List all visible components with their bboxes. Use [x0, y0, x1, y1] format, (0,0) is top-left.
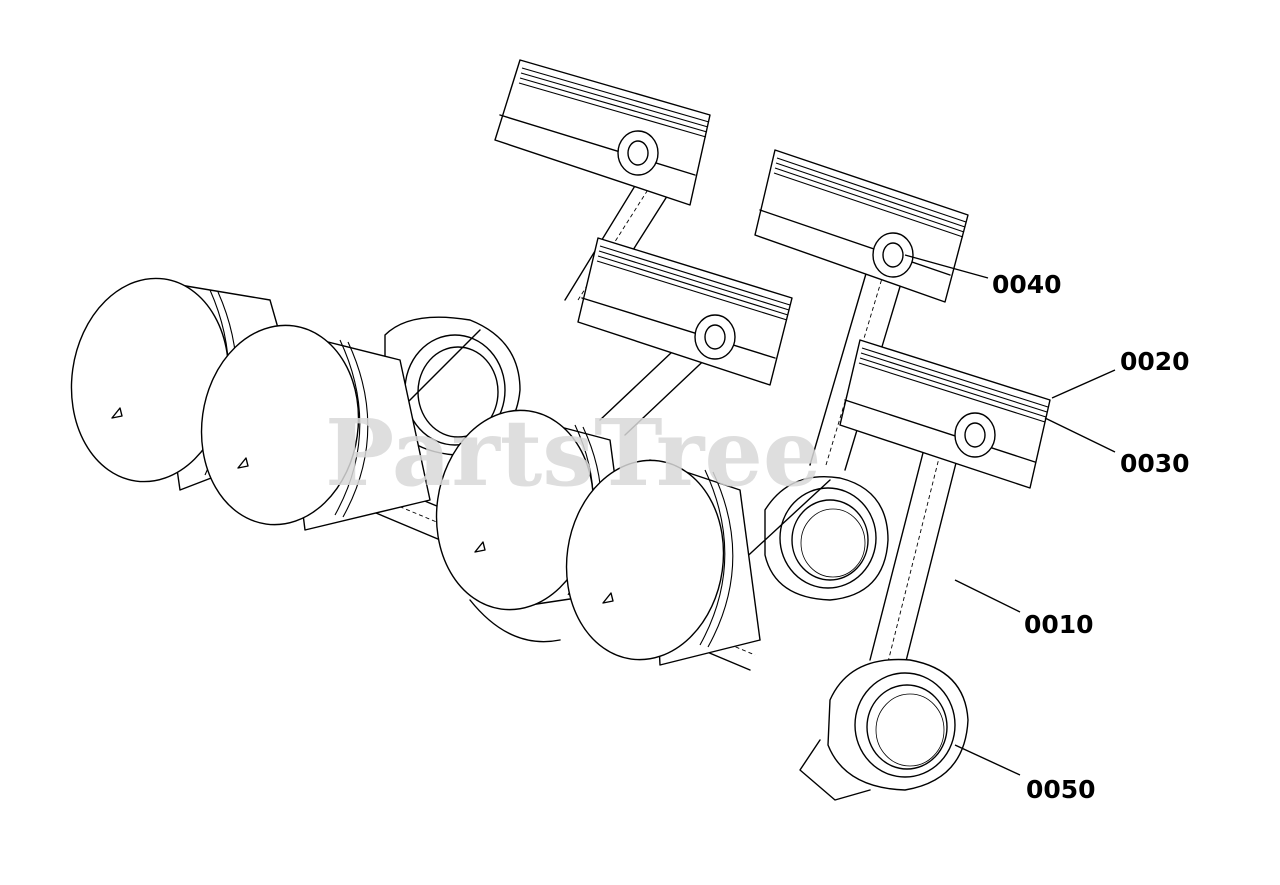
leader-0020 [1051, 369, 1116, 399]
piston-right-upper [754, 149, 969, 471]
callout-0030: 0030 [1120, 449, 1190, 478]
piston-crown-2 [200, 324, 431, 531]
callout-0040: 0040 [992, 270, 1062, 299]
piston-center [577, 237, 793, 436]
piston-crown-4 [565, 459, 761, 666]
big-end-bearing-middle [764, 476, 889, 601]
leader-0030 [1044, 417, 1116, 453]
big-end-bearing-front [799, 658, 969, 801]
callout-0050: 0050 [1026, 775, 1096, 804]
leader-0050 [954, 744, 1021, 776]
callout-0020: 0020 [1120, 347, 1190, 376]
piston-top-center [494, 59, 711, 311]
piston-right-lower [839, 339, 1051, 666]
leader-0040 [904, 254, 989, 279]
watermark-text: PartsTree [325, 399, 821, 507]
callout-0010: 0010 [1024, 610, 1094, 639]
leader-lines [904, 254, 1116, 776]
leader-0010 [954, 579, 1021, 613]
big-end-bearing-upper [384, 316, 521, 456]
